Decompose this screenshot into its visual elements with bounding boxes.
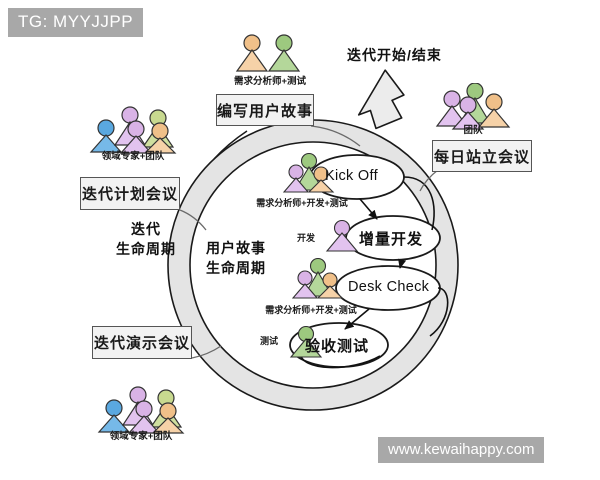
label-iteration-lifecycle-line2: 生命周期 (116, 241, 176, 258)
caption-team-right: 团队 (463, 125, 483, 136)
node-label-kick-off: Kick Off (325, 168, 378, 184)
people-ba-dev-test-desk (292, 258, 344, 299)
people-team-right (435, 83, 511, 130)
lifecycle-ellipses (289, 154, 441, 368)
caption-tester-acceptance: 测试 (259, 336, 278, 346)
people-dev-increment (325, 220, 359, 252)
node-label-increment-dev: 增量开发 (359, 231, 424, 248)
caption-ba-dev-test-desk: 需求分析师+开发+测试 (265, 305, 357, 315)
label-iteration-start-end: 迭代开始/结束 (347, 47, 442, 63)
node-label-acceptance-test: 验收测试 (305, 338, 370, 355)
label-iteration-lifecycle: 迭代 生命周期 (100, 219, 192, 260)
iteration-start-end-arrow (357, 69, 405, 130)
people-domain-team-bottom (97, 386, 185, 434)
site-watermark: www.kewaihappy.com (378, 437, 545, 464)
label-iteration-lifecycle-line1: 迭代 (131, 221, 161, 237)
telegram-watermark: TG: MYYJJPP (8, 8, 144, 37)
box-daily-standup[interactable]: 每日站立会议 (432, 140, 532, 172)
caption-ba-tester-top: 需求分析师+测试 (233, 76, 307, 87)
caption-domain-team-left: 领域专家+团队 (101, 151, 165, 162)
label-user-story-lifecycle-line2: 生命周期 (206, 260, 266, 277)
label-user-story-lifecycle: 用户故事 生命周期 (206, 238, 286, 279)
people-tester-acceptance (289, 326, 323, 358)
lifecycle-loopbacks (299, 176, 449, 369)
caption-dev-increment: 开发 (296, 233, 315, 243)
caption-ba-dev-test-kickoff: 需求分析师+开发+测试 (256, 198, 348, 208)
caption-domain-team-bottom: 领域专家+团队 (109, 431, 173, 442)
box-write-user-story[interactable]: 编写用户故事 (216, 94, 314, 126)
people-ba-dev-test-kickoff (283, 153, 335, 193)
ring-connector-lines (213, 130, 248, 160)
box-iteration-planning[interactable]: 迭代计划会议 (80, 177, 180, 210)
lifecycle-arrows (344, 198, 407, 330)
box-iteration-showcase[interactable]: 迭代演示会议 (92, 326, 192, 359)
people-ba-tester-top (235, 34, 301, 72)
node-label-desk-check: Desk Check (348, 279, 430, 295)
label-user-story-lifecycle-line1: 用户故事 (206, 240, 266, 256)
people-domain-team-left (89, 106, 177, 154)
